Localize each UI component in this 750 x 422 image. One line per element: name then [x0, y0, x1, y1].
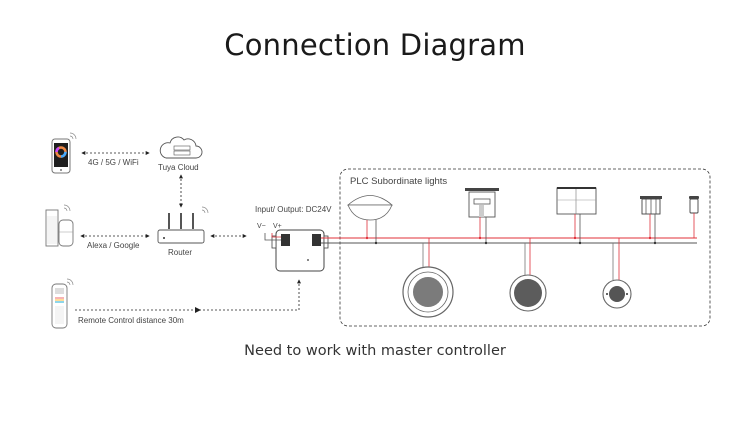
par56-lamp-icon: [346, 195, 394, 245]
spot-light-icon: [465, 188, 499, 245]
io-spec-label: Input/ Output: DC24V: [255, 205, 332, 214]
pool-light-large-icon: [402, 238, 454, 318]
garden-light-icon: [689, 196, 699, 239]
phone-link-label: 4G / 5G / WiFi: [88, 158, 139, 167]
pool-light-medium-icon: [509, 238, 547, 312]
v-plus-label: V+: [273, 223, 282, 230]
plc-controller-icon: [264, 229, 329, 272]
router-label: Router: [168, 248, 193, 257]
remote-control-icon: [51, 278, 74, 329]
footer-note: Need to work with master controller: [244, 343, 506, 359]
smartphone-icon: [51, 132, 77, 174]
page-title: Connection Diagram: [224, 28, 526, 62]
remote-link-label: Remote Control distance 30m: [78, 316, 184, 325]
voice-link-label: Alexa / Google: [87, 241, 140, 250]
plc-group-box: [339, 168, 711, 327]
v-minus-label: V−: [257, 223, 266, 230]
remote-controller-link: [75, 279, 301, 311]
pool-light-small-icon: [602, 238, 632, 309]
wall-washer-icon: [640, 196, 662, 245]
smart-speaker-icon: [45, 204, 74, 247]
cloud-icon: [159, 136, 203, 159]
plc-group-label: PLC Subordinate lights: [350, 176, 448, 187]
cloud-label: Tuya Cloud: [158, 163, 199, 172]
router-icon: [157, 206, 209, 244]
flood-light-icon: [556, 187, 597, 245]
